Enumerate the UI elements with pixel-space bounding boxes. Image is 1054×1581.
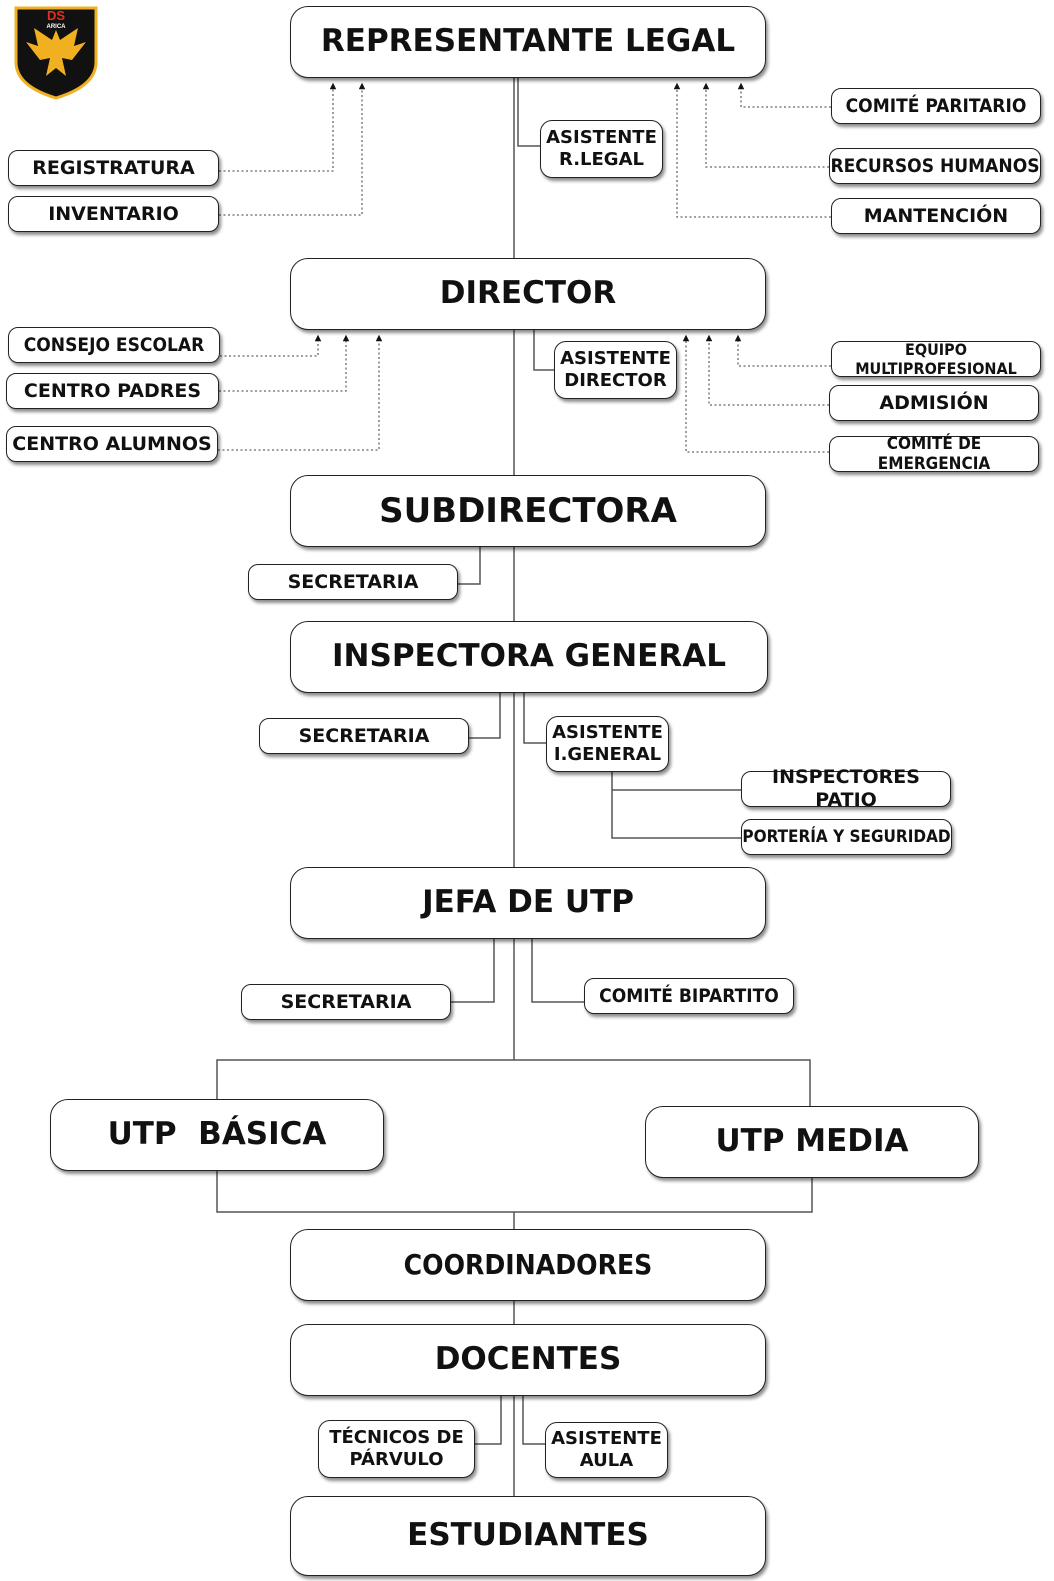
- asistente-igeneral-line2: I.GENERAL: [553, 744, 662, 765]
- node-inspectora-general: INSPECTORA GENERAL: [290, 621, 768, 693]
- node-mantencion: MANTENCIÓN: [831, 198, 1041, 234]
- node-inventario: INVENTARIO: [8, 196, 219, 232]
- node-registratura: REGISTRATURA: [8, 150, 219, 186]
- asistente-igeneral-line1: ASISTENTE: [552, 722, 663, 744]
- node-subdirectora: SUBDIRECTORA: [290, 475, 766, 547]
- node-asistente-rlegal: ASISTENTE R.LEGAL: [540, 120, 663, 178]
- node-secretaria-subdirectora: SECRETARIA: [248, 564, 458, 600]
- tecnicos-line2: PÁRVULO: [349, 1449, 444, 1470]
- node-jefa-utp: JEFA DE UTP: [290, 867, 766, 939]
- node-representante-legal: REPRESENTANTE LEGAL: [290, 6, 766, 78]
- node-centro-padres: CENTRO PADRES: [6, 373, 219, 409]
- node-director: DIRECTOR: [290, 258, 766, 330]
- node-asistente-aula: ASISTENTE AULA: [545, 1422, 668, 1478]
- asistente-rlegal-line2: R.LEGAL: [559, 149, 644, 170]
- school-logo: DS ARICA: [14, 6, 98, 100]
- node-utp-basica: UTP BÁSICA: [50, 1099, 384, 1171]
- logo-subtext: ARICA: [47, 24, 67, 30]
- asistente-director-line2: DIRECTOR: [564, 370, 667, 391]
- node-admision: ADMISIÓN: [829, 385, 1039, 421]
- eagle-icon: [26, 28, 86, 76]
- node-consejo-escolar: CONSEJO ESCOLAR: [8, 327, 220, 363]
- node-secretaria-inspectora: SECRETARIA: [259, 718, 469, 754]
- node-asistente-director: ASISTENTE DIRECTOR: [554, 341, 677, 399]
- node-estudiantes: ESTUDIANTES: [290, 1496, 766, 1576]
- node-docentes: DOCENTES: [290, 1324, 766, 1396]
- node-asistente-igeneral: ASISTENTE I.GENERAL: [546, 716, 669, 772]
- node-comite-emergencia: COMITÉ DE EMERGENCIA: [829, 434, 1039, 474]
- logo-text: DS: [47, 8, 65, 23]
- node-secretaria-utp: SECRETARIA: [241, 984, 451, 1020]
- asistente-aula-line2: AULA: [579, 1450, 634, 1471]
- node-coordinadores: COORDINADORES: [290, 1229, 766, 1301]
- node-inspectores-patio: INSPECTORES PATIO: [741, 766, 951, 811]
- node-tecnicos-parvulo: TÉCNICOS DE PÁRVULO: [318, 1420, 475, 1478]
- tecnicos-line1: TÉCNICOS DE: [329, 1427, 464, 1449]
- node-comite-paritario: COMITÉ PARITARIO: [831, 88, 1041, 124]
- node-porteria-seguridad: PORTERÍA Y SEGURIDAD: [741, 819, 952, 855]
- node-comite-bipartito: COMITÉ BIPARTITO: [584, 978, 794, 1014]
- node-centro-alumnos: CENTRO ALUMNOS: [6, 426, 218, 462]
- node-recursos-humanos: RECURSOS HUMANOS: [829, 148, 1041, 184]
- node-equipo-multiprofesional: EQUIPO MULTIPROFESIONAL: [831, 340, 1041, 378]
- asistente-aula-line1: ASISTENTE: [551, 1428, 662, 1450]
- asistente-rlegal-line1: ASISTENTE: [546, 127, 657, 149]
- asistente-director-line1: ASISTENTE: [560, 348, 671, 370]
- node-utp-media: UTP MEDIA: [645, 1106, 979, 1178]
